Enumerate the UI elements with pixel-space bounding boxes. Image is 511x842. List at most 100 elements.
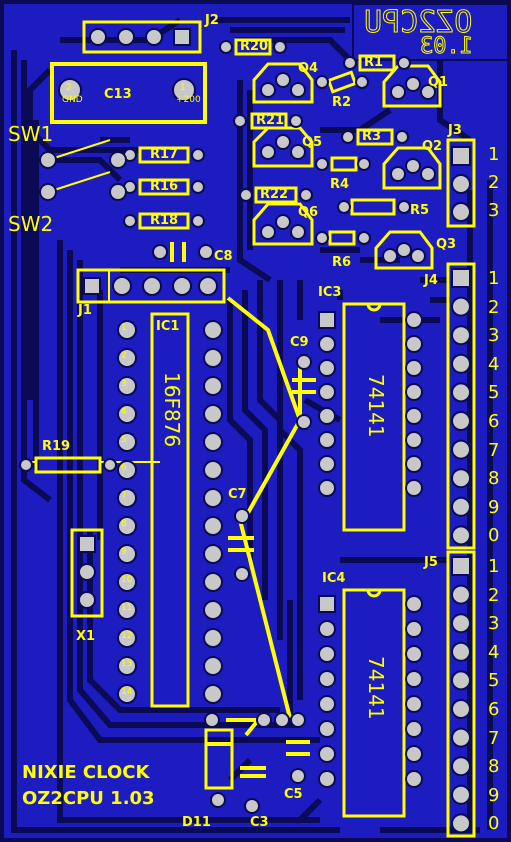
pad <box>405 311 423 329</box>
pad <box>274 712 290 728</box>
pad <box>315 157 329 171</box>
pad <box>397 200 411 214</box>
pad <box>318 407 336 425</box>
pad <box>451 382 471 403</box>
pad <box>318 431 336 449</box>
pad <box>191 214 205 228</box>
pad <box>296 354 312 370</box>
pad <box>451 670 471 691</box>
pad <box>315 75 329 89</box>
pad <box>451 146 471 166</box>
pad <box>234 508 250 524</box>
resistor-outlines <box>34 38 396 474</box>
pad <box>234 566 250 582</box>
pad <box>275 134 291 150</box>
ic1-pin-number: 1 <box>121 323 127 333</box>
label-sw1: SW1 <box>8 122 54 146</box>
pad <box>260 224 276 240</box>
ic1-pin-number: 7 <box>121 491 127 501</box>
pad <box>260 144 276 160</box>
label-j4: J4 <box>424 273 438 288</box>
pad <box>109 183 127 201</box>
ic4-outline <box>342 588 406 818</box>
pad <box>203 460 223 480</box>
pad <box>318 695 336 713</box>
pad <box>275 214 291 230</box>
pad <box>233 114 247 128</box>
j5-outline <box>446 550 476 838</box>
traces <box>11 17 493 833</box>
pad <box>173 28 191 46</box>
ic3-outline <box>342 302 406 532</box>
pad <box>397 56 411 70</box>
j4-num: 7 <box>488 439 500 461</box>
pad <box>405 383 423 401</box>
pad <box>390 84 406 100</box>
ic1-pin-number: 10 <box>121 575 133 585</box>
label-ic3: IC3 <box>318 285 342 300</box>
pad <box>318 770 336 788</box>
pad <box>343 56 357 70</box>
label-r5: R5 <box>410 203 430 218</box>
pad <box>142 276 162 296</box>
j4-num: 6 <box>488 411 500 432</box>
ic1-pin-number: 6 <box>121 463 127 473</box>
pad <box>451 727 471 748</box>
pad <box>203 404 223 424</box>
ic1-pin-number: 8 <box>121 519 127 529</box>
label-q4: Q4 <box>298 61 319 76</box>
label-j2: J2 <box>205 13 219 28</box>
label-c3: C3 <box>250 815 269 830</box>
pad <box>390 166 406 182</box>
pad <box>355 75 369 89</box>
pad <box>318 335 336 353</box>
j4-num: 5 <box>488 382 500 404</box>
ic1-pin-number: 14 <box>121 687 133 697</box>
pad <box>117 348 137 368</box>
pad <box>117 544 137 564</box>
pad <box>244 798 260 814</box>
d11-outline <box>204 728 234 790</box>
pad <box>117 320 137 340</box>
label-q3: Q3 <box>436 237 457 252</box>
pad <box>357 231 371 245</box>
pad <box>405 76 421 92</box>
j4-num: 1 <box>488 268 500 289</box>
title-line1: NIXIE CLOCK <box>22 762 150 783</box>
pad <box>451 325 471 346</box>
pad <box>290 224 306 240</box>
j4-num: 0 <box>488 525 500 547</box>
pad <box>405 745 423 763</box>
pad <box>405 359 423 377</box>
pad <box>451 584 471 605</box>
j4-num: 2 <box>488 296 500 318</box>
pad <box>191 180 205 194</box>
pad <box>405 407 423 425</box>
pad <box>203 516 223 536</box>
label-r3: R3 <box>362 129 382 144</box>
label-c13: C13 <box>104 87 132 102</box>
x1-outline <box>70 528 104 618</box>
pad <box>103 458 117 472</box>
ic1-pin-number: 2 <box>121 351 127 361</box>
pad <box>260 82 276 98</box>
j4-num: 3 <box>488 325 500 347</box>
pad <box>382 248 398 264</box>
pad <box>451 174 471 194</box>
pad <box>198 276 218 296</box>
pad <box>341 130 355 144</box>
j4-outline <box>446 262 476 550</box>
pad <box>172 276 192 296</box>
pad <box>203 572 223 592</box>
label-j3: J3 <box>448 123 462 138</box>
ic1-part: 16F876 <box>160 372 184 448</box>
pad <box>273 40 287 54</box>
pad <box>83 277 101 295</box>
pad <box>420 84 436 100</box>
j5-num: 0 <box>488 813 500 835</box>
pad <box>451 439 471 460</box>
pad <box>210 792 226 808</box>
pad <box>117 404 137 424</box>
pad <box>318 383 336 401</box>
label-r19: R19 <box>42 439 71 454</box>
